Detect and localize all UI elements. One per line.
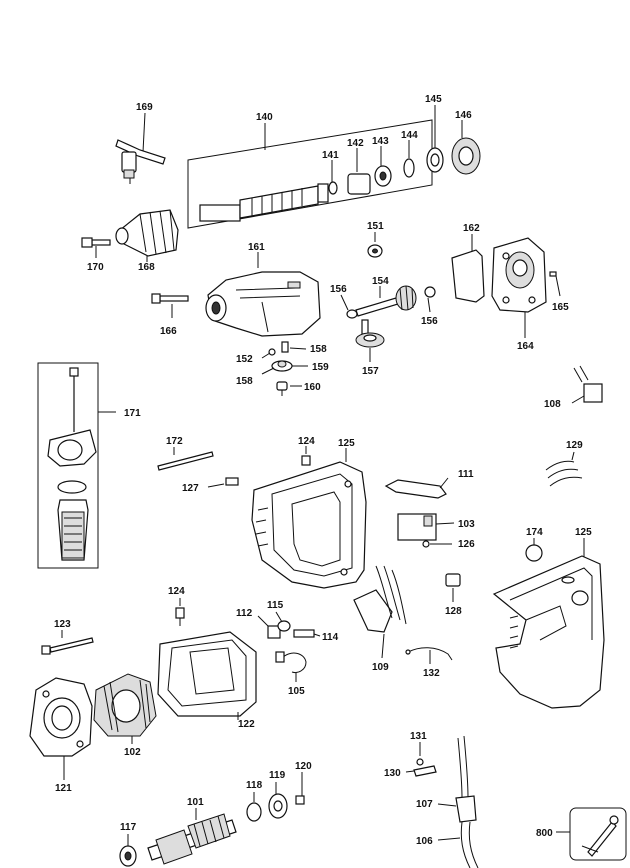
- label-174: 174: [526, 527, 543, 538]
- label-130: 130: [384, 768, 401, 779]
- part-housing-left: [251, 448, 367, 589]
- label-158: 158: [236, 376, 253, 387]
- part-small-gear-parts: [261, 341, 308, 396]
- part-switch-assembly: [384, 477, 455, 548]
- label-107: 107: [416, 799, 433, 810]
- label-131: 131: [410, 731, 427, 742]
- label-111: 111: [458, 469, 474, 480]
- part-rod-and-screws: [157, 446, 311, 488]
- label-164: 164: [517, 341, 534, 352]
- label-159: 159: [312, 362, 329, 373]
- label-144: 144: [401, 130, 418, 141]
- part-field-coil: [93, 673, 157, 744]
- label-114: 114: [322, 632, 339, 643]
- label-124: 124: [168, 586, 185, 597]
- label-140: 140: [256, 112, 273, 123]
- part-128: [445, 573, 461, 602]
- label-117: 117: [120, 822, 137, 833]
- part-cable-bundle: [353, 565, 453, 664]
- label-151: 151: [367, 221, 384, 232]
- label-102: 102: [124, 747, 141, 758]
- label-172: 172: [166, 436, 183, 447]
- label-165: 165: [552, 302, 569, 313]
- label-108: 108: [544, 399, 561, 410]
- label-125: 125: [575, 527, 592, 538]
- label-119: 119: [269, 770, 286, 781]
- part-long-screw: [41, 630, 94, 655]
- label-118: 118: [246, 780, 263, 791]
- part-gear-cover: [451, 234, 561, 338]
- label-170: 170: [87, 262, 104, 273]
- part-800: [556, 807, 627, 861]
- label-101: 101: [187, 797, 204, 808]
- part-108: [571, 365, 603, 404]
- part-side-handle: [37, 362, 116, 569]
- label-128: 128: [445, 606, 462, 617]
- label-158: 158: [310, 344, 327, 355]
- label-168: 168: [138, 262, 155, 273]
- label-161: 161: [248, 242, 265, 253]
- label-127: 127: [182, 483, 199, 494]
- label-109: 109: [372, 662, 389, 673]
- label-121: 121: [55, 783, 72, 794]
- label-115: 115: [267, 600, 284, 611]
- label-143: 143: [372, 136, 389, 147]
- label-132: 132: [423, 668, 440, 679]
- part-intermediate-shaft: [340, 232, 436, 362]
- label-146: 146: [455, 110, 472, 121]
- label-145: 145: [425, 94, 442, 105]
- label-103: 103: [458, 519, 475, 530]
- part-housing-right: [492, 538, 605, 709]
- label-129: 129: [566, 440, 583, 451]
- label-800: 800: [536, 828, 553, 839]
- label-120: 120: [295, 761, 312, 772]
- label-171: 171: [124, 408, 141, 419]
- label-160: 160: [304, 382, 321, 393]
- label-141: 141: [322, 150, 339, 161]
- label-156: 156: [330, 284, 347, 295]
- label-124: 124: [298, 436, 315, 447]
- part-chuck-key: [115, 112, 166, 184]
- label-125: 125: [338, 438, 355, 449]
- part-gear-housing: [151, 252, 321, 337]
- part-armature: [119, 772, 305, 867]
- label-162: 162: [463, 223, 480, 234]
- label-112: 112: [236, 608, 253, 619]
- label-142: 142: [347, 138, 364, 149]
- part-end-shield: [29, 677, 93, 780]
- part-power-cable: [405, 735, 479, 868]
- part-drill-chuck: [81, 209, 179, 262]
- label-126: 126: [458, 539, 475, 550]
- label-154: 154: [372, 276, 389, 287]
- label-157: 157: [362, 366, 379, 377]
- part-brush-holders: [175, 598, 321, 682]
- part-spindle-assembly: [187, 105, 481, 229]
- label-169: 169: [136, 102, 153, 113]
- label-166: 166: [160, 326, 177, 337]
- part-wires: [545, 451, 583, 487]
- label-123: 123: [54, 619, 71, 630]
- label-152: 152: [236, 354, 253, 365]
- part-stator-housing: [157, 631, 257, 720]
- label-105: 105: [288, 686, 305, 697]
- label-156: 156: [421, 316, 438, 327]
- label-106: 106: [416, 836, 433, 847]
- label-122: 122: [238, 719, 255, 730]
